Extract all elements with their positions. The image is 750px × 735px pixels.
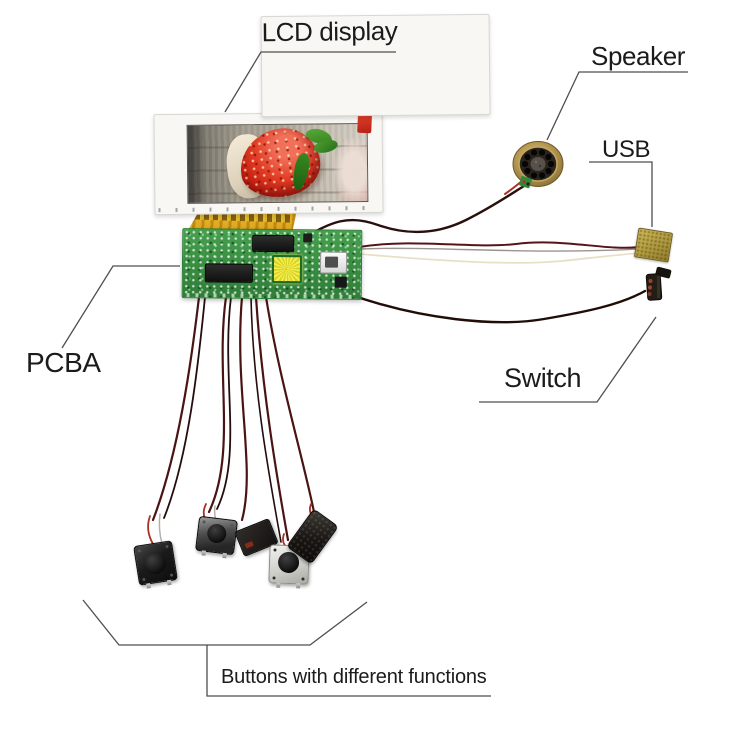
black-component — [303, 233, 313, 243]
speaker-leader-line — [546, 71, 688, 141]
label-pcba: PCBA — [26, 347, 101, 378]
usb-socket-slot — [324, 256, 339, 268]
button3-wire — [254, 295, 290, 542]
speaker-center — [530, 157, 546, 171]
usb-wire-cream — [359, 252, 642, 264]
switch-contact — [648, 279, 653, 283]
button-leg — [166, 579, 172, 586]
button-leg — [146, 583, 151, 589]
button-leg — [296, 583, 301, 589]
ic-chip-1 — [252, 234, 295, 253]
switch-component — [640, 265, 674, 305]
label-speaker: Speaker — [591, 41, 686, 71]
button-leg — [222, 552, 227, 559]
label-switch: Switch — [504, 363, 582, 393]
solder-pads — [186, 293, 357, 299]
button1-wire-dark — [163, 296, 206, 519]
button-cap — [277, 551, 300, 574]
usb-leader-line — [589, 161, 653, 227]
button-cap — [142, 550, 168, 576]
push-button-2 — [195, 515, 238, 559]
speaker-graphic — [512, 141, 564, 189]
mini-usb-socket — [319, 251, 348, 274]
lcd-display-component — [153, 111, 384, 216]
usb-wire-gray — [359, 247, 641, 252]
black-component — [334, 276, 347, 288]
switch-contact — [648, 285, 652, 290]
push-button-1 — [133, 540, 178, 589]
pcba-leader-line — [61, 265, 180, 349]
button1-wire — [151, 295, 201, 522]
lcd-screen-image — [186, 122, 369, 204]
button2-wire-dark — [216, 296, 232, 510]
ic-chip-2 — [204, 263, 254, 283]
label-lcd-display: LCD display — [260, 13, 491, 118]
button-leg — [201, 550, 207, 556]
switch-contact — [647, 292, 652, 296]
yellow-chip — [271, 255, 303, 284]
speaker-holes — [521, 149, 555, 179]
usb-connector — [633, 227, 674, 263]
blurred-background-object — [333, 137, 369, 204]
switch-wire — [344, 289, 647, 324]
button2-wire — [207, 295, 228, 514]
speaker-component — [512, 141, 564, 190]
switch-graphic — [645, 266, 672, 301]
button1-red-lead — [147, 515, 154, 545]
red-pull-tab — [357, 113, 372, 134]
button-leg — [276, 582, 281, 588]
label-buttons: Buttons with different functions — [221, 666, 487, 688]
label-usb: USB — [602, 136, 651, 163]
button-cap — [206, 522, 228, 545]
button4-wire — [264, 295, 316, 514]
button1-gray-lead — [158, 513, 163, 545]
pcba-board — [181, 228, 363, 300]
lcd-bottom-contacts — [158, 205, 380, 213]
buttons-bracket-line — [82, 599, 368, 646]
wood-dark-band — [187, 125, 204, 203]
usb-wire-pale — [360, 252, 641, 260]
connector-contact — [244, 540, 254, 549]
button3-wire-dark — [250, 296, 282, 543]
connector-wire — [239, 295, 248, 522]
usb-wire-maroon — [358, 241, 640, 249]
